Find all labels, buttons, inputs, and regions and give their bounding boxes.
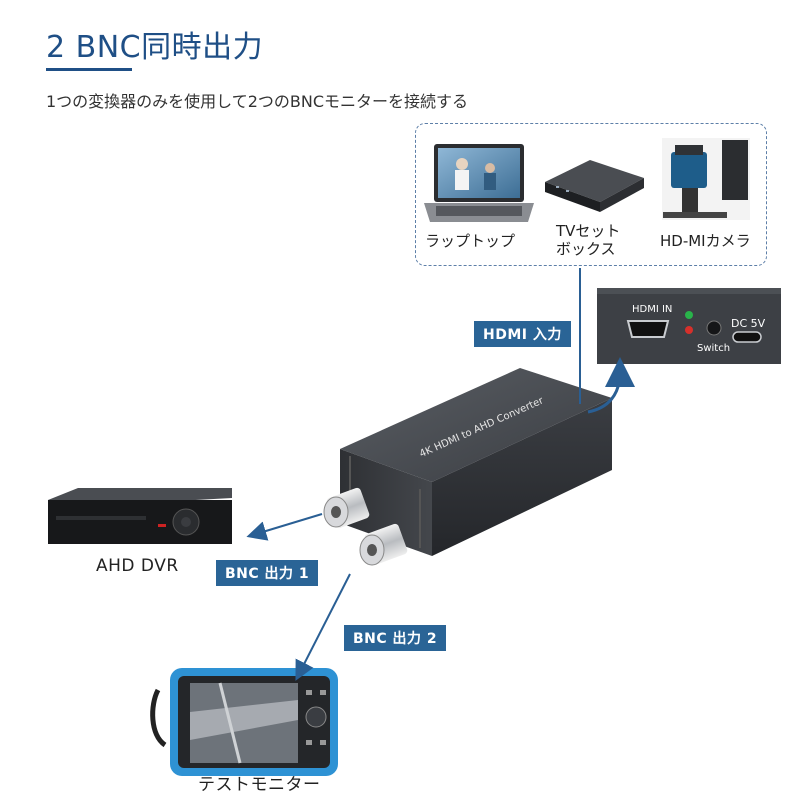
tv-box-icon <box>545 160 644 212</box>
bnc-connector-1 <box>323 487 370 529</box>
source-camera-label: HD-MIカメラ <box>660 232 751 250</box>
hdmi-input-tag: HDMI 入力 <box>474 321 571 347</box>
bnc-output-2-tag: BNC 出力 2 <box>344 625 447 651</box>
laptop-icon <box>424 144 534 222</box>
test-monitor-device <box>150 668 338 776</box>
hdmi-in-port-label: HDMI IN <box>632 304 673 315</box>
source-laptop-label: ラップトップ <box>425 232 516 250</box>
bnc-output-1-tag: BNC 出力 1 <box>216 560 319 586</box>
source-tvbox-label-line2: ボックス <box>556 240 616 258</box>
dvr-label: AHD DVR <box>96 556 179 576</box>
source-devices-box <box>415 123 767 266</box>
camera-icon <box>662 138 750 220</box>
converter-back-panel <box>597 288 781 364</box>
test-monitor-label: テストモニター <box>198 775 321 795</box>
back-panel-arrow <box>587 357 635 414</box>
page-subtitle: 1つの変換器のみを使用して2つのBNCモニターを接続する <box>46 92 468 111</box>
bnc-connector-2 <box>359 523 408 566</box>
dvr-device <box>48 488 232 544</box>
title-underline <box>46 68 132 71</box>
source-tvbox-label-line1: TVセット <box>556 222 621 240</box>
dc-port-label: DC 5V <box>731 317 766 330</box>
bnc-out-2-arrow <box>295 573 351 681</box>
bnc-out-1-arrow <box>246 513 323 541</box>
page-title: 2 BNC同時出力 <box>46 30 264 65</box>
converter-device <box>340 368 612 556</box>
switch-label: Switch <box>697 343 731 354</box>
